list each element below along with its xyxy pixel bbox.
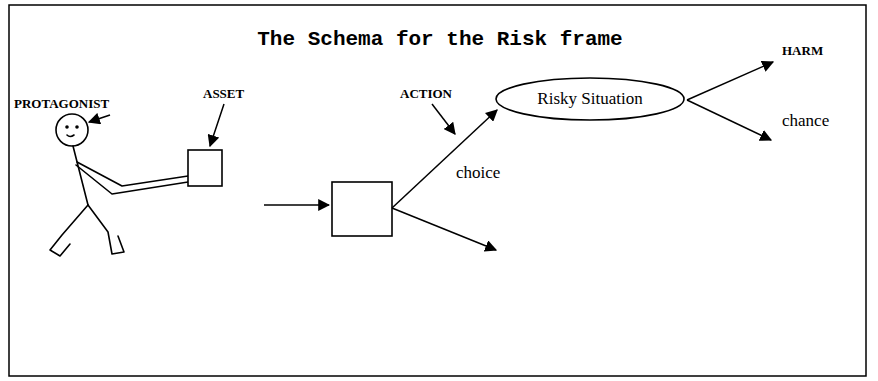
node-text: Risky Situation [537, 89, 642, 109]
situation-ellipse: Risky Situation [495, 77, 685, 121]
flow-arrow [264, 204, 329, 206]
frame-border [9, 5, 866, 376]
part-label: ACTION [400, 87, 452, 101]
part-label: chance [782, 112, 829, 131]
part-label: choice [456, 164, 500, 183]
part-label: HARM [782, 44, 823, 58]
ellipse-shape [496, 78, 684, 120]
part-label: ASSET [203, 87, 244, 101]
action-pointer [432, 104, 455, 134]
stick-figure [50, 114, 188, 256]
asset-box [188, 150, 222, 186]
diagram-title: The Schema for the Risk frame [257, 28, 622, 51]
choice-branch [392, 208, 496, 250]
choice-branch [392, 110, 497, 208]
arrows [89, 62, 773, 250]
chance-branch [687, 62, 773, 100]
asset-pointer [210, 104, 224, 146]
chance-branch [687, 100, 771, 140]
part-label: PROTAGONIST [14, 97, 109, 111]
protagonist-pointer [89, 115, 110, 122]
action-box [332, 182, 392, 236]
